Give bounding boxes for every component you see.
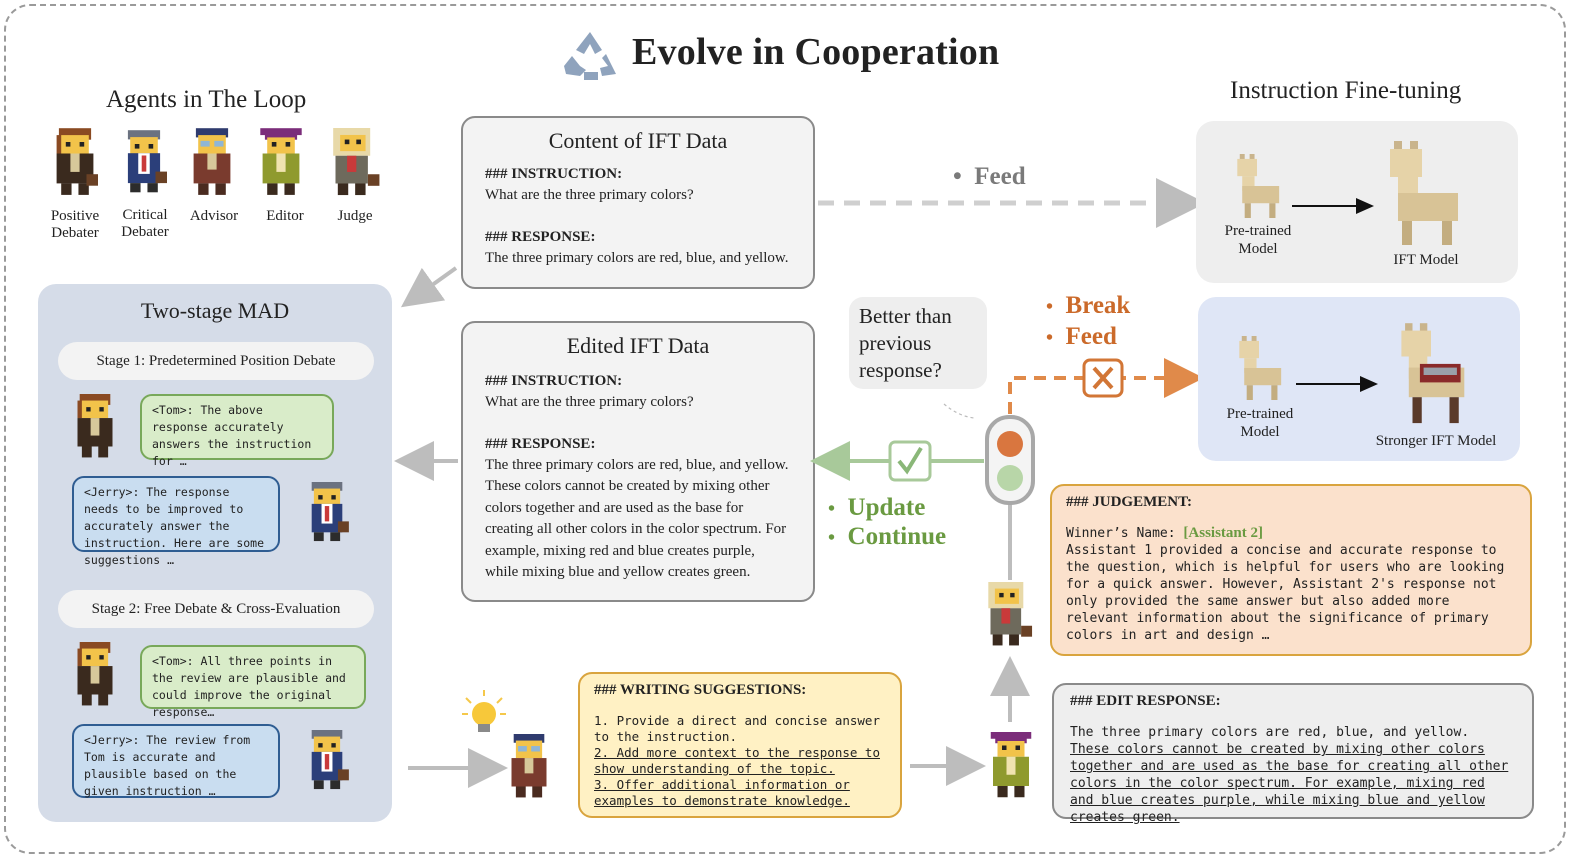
agent-label-positive-debater: Positive Debater [50,208,100,241]
continue-label: • Continue [828,523,947,550]
break-label: • Break [1046,292,1131,319]
tom-avatar-icon [77,642,113,706]
pretrained-llama-icon [1237,154,1280,218]
editor-avatar-icon [990,732,1032,798]
judgement-label: ### JUDGEMENT: [1066,494,1192,510]
thought-line [943,403,975,419]
content-instruction: What are the three primary colors? [485,187,694,203]
lightbulb-icon [462,690,506,732]
arrow-content-to-mad [400,266,458,308]
agent-label-critical-debater: Critical Debater [121,207,169,240]
cross-icon [1082,358,1124,398]
pretrained-label: Pre-trained Model [1224,223,1292,257]
ift-llama-icon [1390,141,1458,245]
outer-frame [4,4,1566,854]
suggestion-2: 2. Add more context to the response to s… [594,745,880,776]
advisor-avatar-icon [511,734,547,798]
edited-response: The three primary colors are red, blue, … [485,456,789,581]
suggestion-1: 1. Provide a direct and concise answer t… [594,713,880,744]
stage2-jerry-bubble: <Jerry>: The review from Tom is accurate… [72,724,280,798]
positive-debater-icon [56,128,98,195]
editor-icon [260,128,302,195]
judge-icon [333,128,380,196]
judge-avatar-icon [988,582,1033,646]
stage1-tom-bubble: <Tom>: The above response accurately ans… [140,394,334,468]
winner-line: Winner’s Name: [Assistant 2] [1066,525,1516,542]
mad-heading: Two-stage MAD [140,298,290,323]
arrow-break-feed [1008,358,1204,414]
content-ift-heading: Content of IFT Data [548,128,728,153]
jerry-avatar-icon [311,482,349,542]
edit-label: ### EDIT RESPONSE: [1070,693,1221,709]
arrow-pretrained-to-stronger [1296,376,1378,392]
edited-response-label: ### RESPONSE: [485,435,596,452]
agent-label-judge: Judge [337,208,373,224]
page-title: Evolve in Cooperation [632,31,1000,73]
suggestion-3: 3. Offer additional information or examp… [594,777,850,808]
ift-heading: Instruction Fine-tuning [1230,77,1462,104]
stage1-jerry-bubble: <Jerry>: The response needs to be improv… [72,476,280,567]
edit-response-card: ### EDIT RESPONSE: The three primary col… [1052,683,1534,825]
jerry-avatar-icon [311,730,349,790]
content-response-label: ### RESPONSE: [485,228,596,245]
question-bubble: Better than previous response? [849,297,987,389]
edited-instruction-label: ### INSTRUCTION: [485,373,623,389]
content-response: The three primary colors are red, blue, … [485,249,789,266]
edit-plain: The three primary colors are red, blue, … [1070,725,1470,740]
edited-ift-heading: Edited IFT Data [566,333,710,358]
ift-model-label: IFT Model [1393,252,1459,268]
writing-suggestions-card: ### WRITING SUGGESTIONS: 1. Provide a di… [578,672,902,818]
suggestions-label: ### WRITING SUGGESTIONS: [594,682,807,698]
pretrained-label-2: Pre-trained Model [1226,406,1294,440]
stronger-model-label: Stronger IFT Model [1375,433,1497,449]
content-ift-card: Content of IFT Data ### INSTRUCTION: Wha… [461,116,815,289]
feed-label-2: • Feed [1046,323,1117,350]
pretrained-llama-icon [1239,336,1282,400]
edited-instruction: What are the three primary colors? [485,394,694,410]
check-icon [888,440,932,482]
agent-label-advisor: Advisor [189,208,239,224]
edited-ift-card: Edited IFT Data ### INSTRUCTION: What ar… [461,321,815,602]
recycle-icon [564,32,616,80]
stage2-tom-bubble: <Tom>: All three points in the review ar… [140,645,366,719]
arrow-pretrained-to-ift [1292,198,1374,214]
stage1-pill: Stage 1: Predetermined Position Debate [58,342,374,380]
edit-text: The three primary colors are red, blue, … [1070,724,1516,826]
stronger-llama-icon [1401,323,1465,424]
update-label: • Update [828,494,926,521]
advisor-icon [193,128,231,195]
content-instruction-label: ### INSTRUCTION: [485,166,623,182]
edit-underlined: These colors cannot be created by mixing… [1070,742,1509,825]
winner-label: Winner’s Name: [1066,526,1176,541]
feed-label: • Feed [953,163,1026,190]
judgement-text: Assistant 1 provided a concise and accur… [1066,543,1505,643]
judgement-card: ### JUDGEMENT: Winner’s Name: [Assistant… [1050,484,1532,656]
critical-debater-icon [127,130,167,193]
agents-heading: Agents in The Loop [106,86,307,113]
traffic-light-icon [985,415,1035,505]
agent-label-editor: Editor [266,208,304,224]
stage2-pill: Stage 2: Free Debate & Cross-Evaluation [58,590,374,628]
tom-avatar-icon [77,394,113,458]
winner-name: [Assistant 2] [1183,525,1263,541]
